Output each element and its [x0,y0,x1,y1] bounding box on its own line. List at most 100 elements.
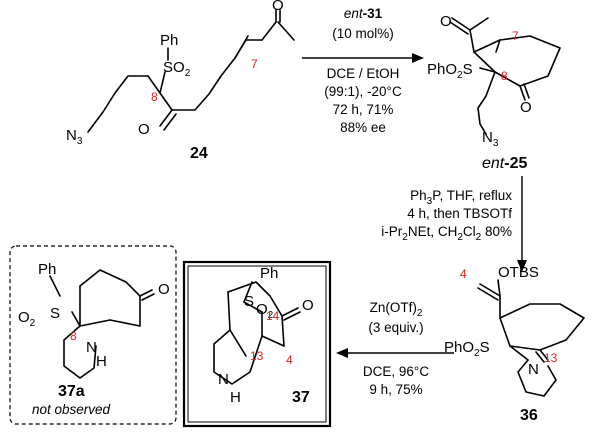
c37-c14-s [243,301,263,313]
c37-c13-c4 [261,335,285,347]
c37a-note: not observed [32,402,111,417]
c37a-n: N [86,339,97,356]
step3-arrowhead [336,348,348,358]
c36-ring [499,303,585,351]
c36-atom-number-13: 13 [544,351,558,365]
step3-reagent: Zn(OTf)2 [370,300,423,319]
c25-atom-number-7: 7 [512,29,519,43]
step1-loading: (10 mol%) [332,26,394,41]
c24-methyl [277,21,295,41]
c24-so2: SO2 [163,59,191,79]
step3-time-yield: 9 h, 75% [369,382,422,397]
c24-atom-number-8: 8 [151,90,158,104]
c37a-s-bond [71,311,81,327]
c36-enol-double [477,287,499,301]
compound-ent-25: O PhO2S O N3 7 8 ent-25 [427,13,561,172]
c24-enone-bond [261,21,277,41]
c37-label: 37 [292,389,310,406]
c24-label: 24 [190,145,208,162]
c24-bond-c8-co [159,92,173,111]
c37-atom-number-4: 4 [286,353,293,367]
c25-ring [473,35,561,87]
c37-box-inner [187,265,327,423]
c25-acetyl-co2 [449,21,469,35]
c25-acetyl-ch2 [469,29,475,53]
c37-co [281,307,299,317]
step1-solvent: DCE / EtOH [327,66,400,81]
c37-pip-ring [213,329,263,385]
c25-c7-bond [495,39,501,53]
c24-ketone-bond [159,109,173,127]
c25-atom-number-8: 8 [501,69,508,83]
c37a-co2 [141,293,155,301]
step2: Ph3P, THF, reflux 4 h, then TBSOTf i-Pr2… [381,176,527,272]
c25-s-bond [479,67,496,73]
compound-36: OTBS PhO2S N 4 13 36 [444,264,585,424]
step3: Zn(OTf)2 (3 equiv.) DCE, 96°C 9 h, 75% [336,300,454,397]
c24-azide: N3 [66,127,83,147]
c37a-ph-bond [49,275,61,297]
c37a-h: H [96,353,107,370]
c37a-atom-number-8: 8 [70,329,77,343]
c36-atom-number-4: 4 [460,267,467,281]
c37a-dashed-box [9,245,177,425]
c36-imine2 [535,351,545,363]
c37-s: S [244,293,254,310]
c36-label: 36 [520,407,538,424]
compound-24: Ph SO2 O O N3 8 7 24 [66,0,295,162]
c25-sulfonyl: PhO2S [427,61,473,81]
c37a-ketone-o: O [158,281,170,298]
c25-azide: N3 [482,129,499,149]
step2-line1: Ph3P, THF, reflux [410,188,512,207]
c37a-pip-ring [63,325,97,379]
step2-line3: i-Pr2NEt, CH2Cl2 80% [381,224,512,243]
c37-s-bond [243,281,253,303]
c36-n-ring [517,359,557,397]
c37a-bridge2 [109,319,141,327]
c37a-co [139,289,153,297]
step2-arrowhead [517,260,527,272]
step1-catalyst: ent-31 [344,6,383,21]
step1-ee: 88% ee [340,120,386,135]
c25-azide-chain [477,71,496,135]
c37-atom-number-13: 13 [250,349,264,363]
step1-arrowhead [412,53,424,63]
c24-bond-c8 [147,75,161,94]
c37-cage-left [227,291,231,331]
c36-sulfonyl: PhO2S [444,339,490,359]
c37-ketone-o: O [302,297,314,314]
compound-37: Ph S O2 O N H 14 13 4 37 [182,260,332,428]
c24-s-bond [159,71,166,94]
c24-ketone-bond2 [163,113,177,131]
c37a-label: 37a [58,383,85,400]
c36-enol-c4 [479,283,501,297]
step1: ent-31 (10 mol%) DCE / EtOH (99:1), -20°… [302,6,424,135]
c37a-cage [79,269,141,297]
c37a-bridge [79,319,111,327]
c37-n: N [218,371,229,388]
c36-otbs: OTBS [498,264,539,281]
c37-cage-top [227,281,283,317]
step1-temp: (99:1), -20°C [324,84,402,99]
c36-imine [539,349,549,361]
c37a-ph: Ph [38,261,56,278]
c25-label: ent-25 [482,155,527,172]
c37a-s: S [50,305,60,322]
c25-acetyl-o: O [440,13,452,30]
step2-line2: 4 h, then TBSOTf [407,206,512,221]
c25-co2 [523,83,530,99]
c24-azide-chain [87,75,149,133]
c25-co [519,85,526,101]
c37-ph: Ph [260,265,278,282]
c25-ring-o: O [520,99,532,116]
c24-alkene-double [234,35,249,59]
compound-37a: Ph O2 S O N H 8 37a not observed [9,245,177,425]
c24-enone-o: O [272,0,284,14]
c37-o2: O2 [256,301,274,321]
c25-acetyl-co [451,17,471,31]
c36-enol-o [497,279,501,297]
c37-cage-right [281,315,285,347]
c37-atom-number-14: 14 [266,309,280,323]
c37a-o2: O2 [18,309,36,329]
